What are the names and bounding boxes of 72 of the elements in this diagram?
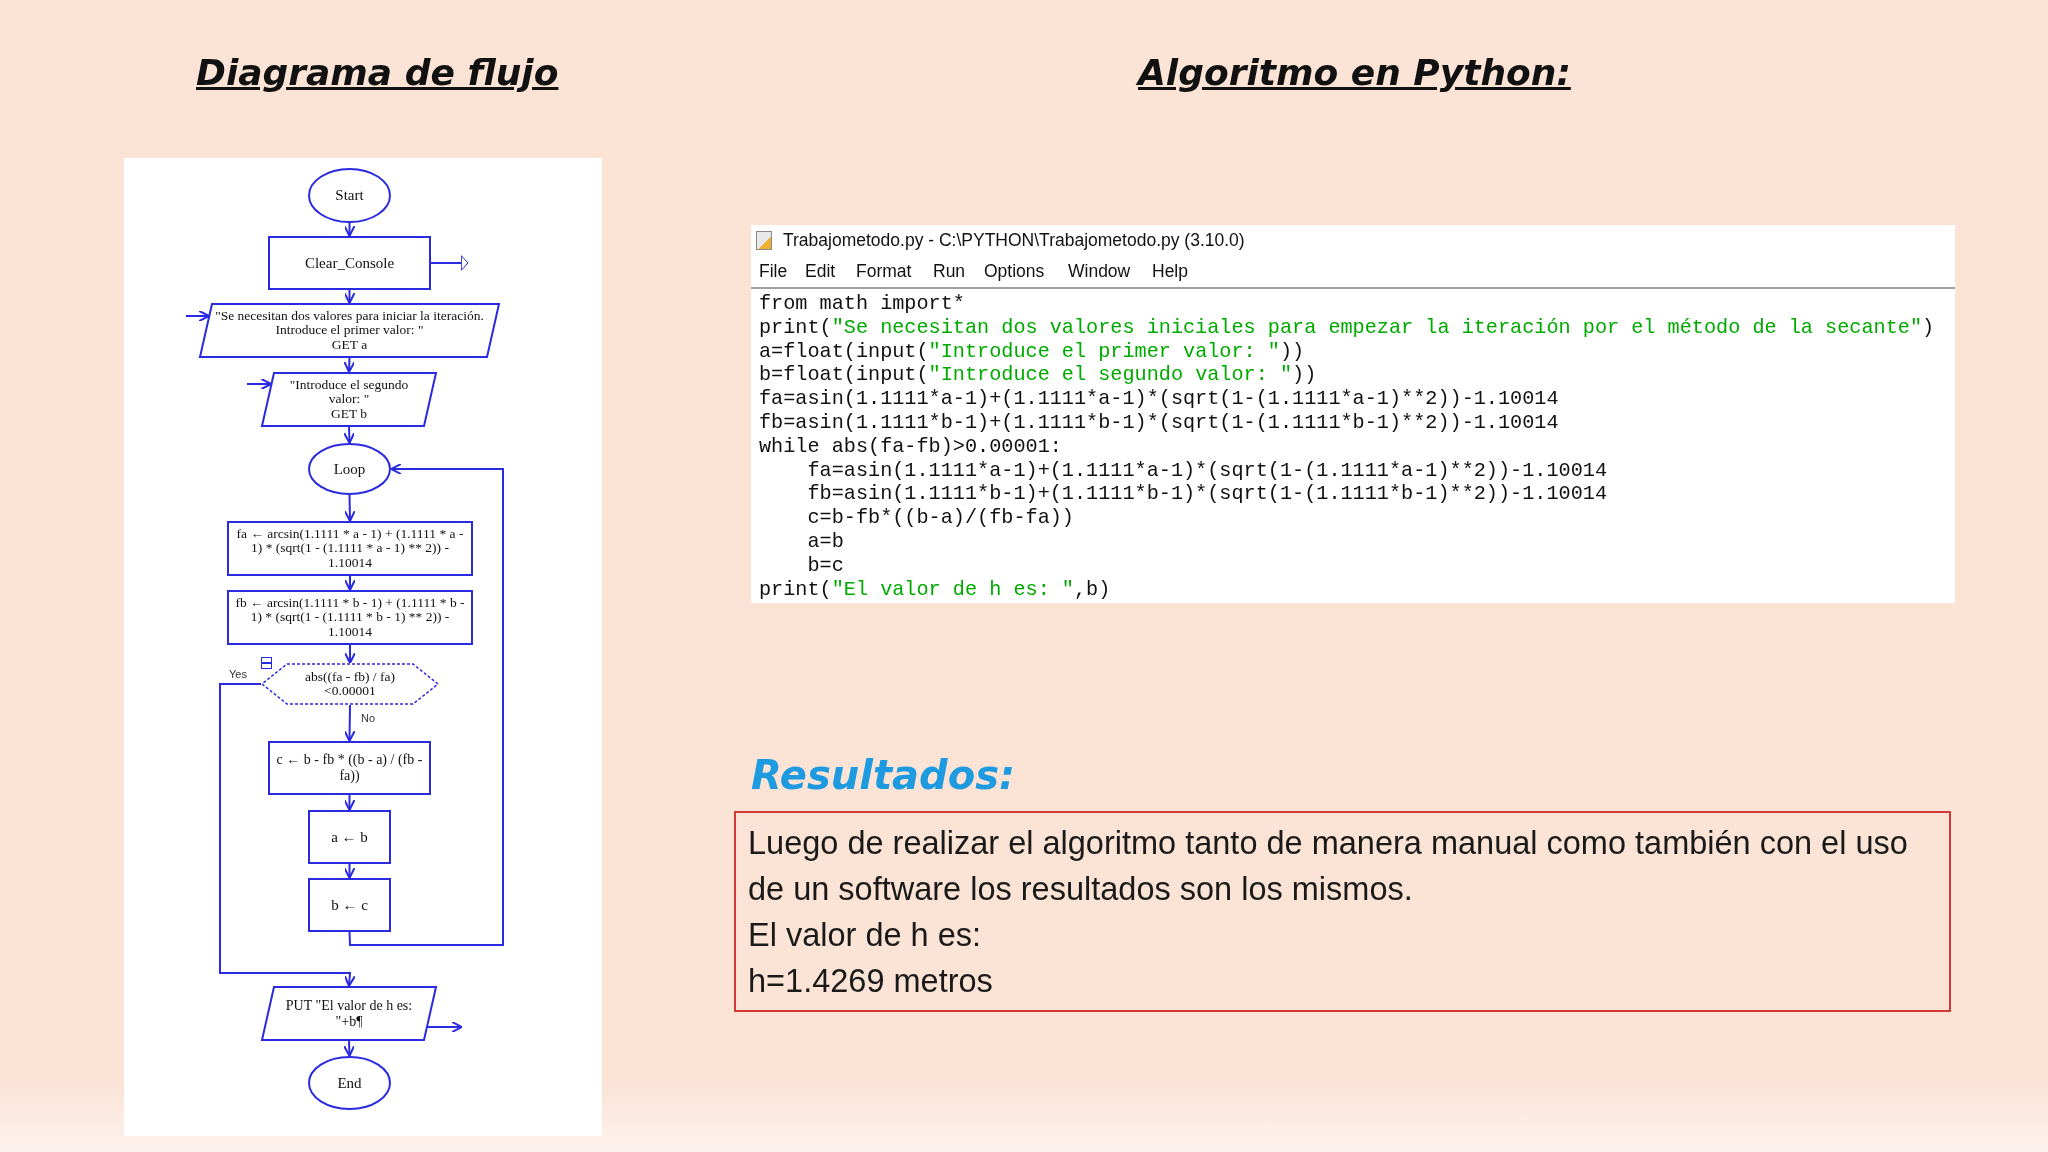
result-text: El valor de h es: [748, 915, 982, 955]
menu-item: Format [856, 261, 912, 282]
code-line: fa=asin(1.1111*a-1)+(1.1111*a-1)*(sqrt(1-(1.1111*a-1)**2))-1.10014 [806, 458, 1607, 483]
decision-hexagon [261, 663, 439, 705]
arrow [343, 426, 356, 444]
process-box [268, 236, 431, 290]
menu-item: File [759, 261, 788, 282]
node-text: a ← b [331, 828, 368, 846]
node-text: fa ← arcsin(1.1111 * a - 1) + (1.1111 * a - 1) * (sqrt(1 - (1.1111 * a - 1) ** 2)) - 1.10014 [235, 526, 465, 571]
code-line: print("Se necesitan dos valores iniciales para empezar la iteración por el método de la secante") [759, 315, 1935, 340]
result-text: h=1.4269 metros [748, 961, 993, 1001]
process-box [308, 810, 391, 864]
heading: Algoritmo en Python: [1138, 52, 1571, 93]
arrow [343, 704, 356, 742]
menu-item: Run [933, 261, 966, 282]
output-parallelogram [261, 986, 437, 1041]
arrow [348, 463, 504, 946]
code-line: b=c [806, 553, 844, 578]
code-line: a=b [806, 530, 844, 554]
edge-label: No [360, 712, 377, 724]
node-text: GET b [330, 406, 368, 422]
code-line: while abs(fa-fb)>0.00001: [759, 434, 1062, 459]
node-text: End [337, 1074, 362, 1092]
heading: Diagrama de flujo [196, 52, 559, 93]
node-text: "Se necesitan dos valores para iniciar la iteración. Introduce el primer valor: " [215, 308, 484, 338]
call-arrow [430, 255, 469, 271]
node-text: PUT "El valor de h es: "+b¶ [284, 997, 414, 1030]
code-line: a=float(input("Introduce el primer valor: ")) [759, 339, 1305, 364]
node-text: Start [335, 187, 364, 204]
result-text: Luego de realizar el algoritmo tanto de manera manual como también con el uso de un software los resultados son los mismos. [748, 823, 1909, 909]
node-text: abs((fa - fb) / fa) <0.00001 [304, 669, 396, 699]
end-terminal [308, 1056, 391, 1110]
code-line: fb=asin(1.1111*b-1)+(1.1111*b-1)*(sqrt(1-(1.1111*b-1)**2))-1.10014 [806, 482, 1607, 507]
input-parallelogram [199, 303, 500, 358]
process-box [308, 878, 391, 932]
menu-item: Edit [805, 261, 836, 282]
arrow [343, 863, 356, 879]
arrow [343, 357, 356, 373]
menu-item: Window [1068, 261, 1131, 282]
window-title: Trabajometodo.py - C:\PYTHON\Trabajometodo.py (3.10.0) [783, 230, 1245, 251]
node-text: "Introduce el segundo valor: " [288, 377, 410, 407]
arrow [426, 1021, 463, 1033]
edge-label: Yes [228, 668, 248, 680]
process-box [227, 590, 473, 645]
arrow [343, 222, 356, 237]
code-line: b=float(input("Introduce el segundo valor: ")) [759, 363, 1317, 388]
node-text: Loop [333, 460, 366, 478]
start-terminal [308, 168, 391, 223]
code-line: c=b-fb*((b-a)/(fb-fa)) [806, 506, 1074, 530]
code-line: fb=asin(1.1111*b-1)+(1.1111*b-1)*(sqrt(1-(1.1111*b-1)**2))-1.10014 [759, 411, 1559, 435]
node-text: GET a [331, 337, 368, 353]
heading: Resultados: [751, 751, 1015, 799]
arrow [343, 1040, 356, 1057]
arrow [219, 683, 356, 987]
code-line: from math import* [759, 292, 965, 316]
menu-item: Options [984, 261, 1045, 282]
arrow [344, 575, 356, 591]
arrow [343, 289, 356, 304]
menu-item: Help [1152, 261, 1188, 282]
code-line: fa=asin(1.1111*a-1)+(1.1111*a-1)*(sqrt(1-(1.1111*a-1)**2))-1.10014 [759, 387, 1559, 411]
node-text: Clear_Console [304, 254, 395, 272]
node-text: fb ← arcsin(1.1111 * b - 1) + (1.1111 * b - 1) * (sqrt(1 - (1.1111 * b - 1) ** 2)) - 1.10014 [234, 595, 466, 640]
code-line: print("El valor de h es: ",b) [759, 577, 1111, 602]
loop-terminal [308, 443, 391, 495]
input-parallelogram [261, 372, 437, 427]
node-text: c ← b - fb * ((b - a) / (fb - fa)) [275, 752, 424, 784]
node-text: b ← c [331, 896, 368, 914]
process-box [227, 521, 473, 576]
arrow [343, 794, 356, 811]
arrow [343, 494, 356, 522]
process-box [268, 741, 431, 795]
arrow [344, 644, 356, 664]
